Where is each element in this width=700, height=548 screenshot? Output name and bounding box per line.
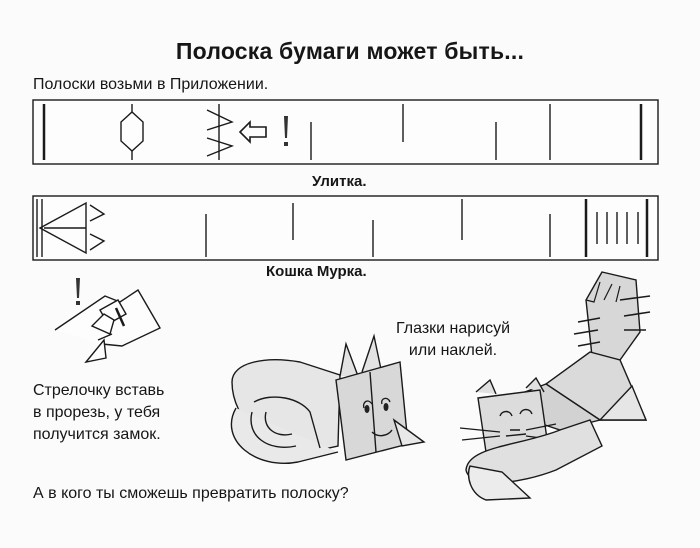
note-line: Глазки нарисуй	[396, 320, 511, 337]
snail-caption: Улитка.	[312, 173, 367, 190]
arrow-instruction: Стрелочку вставь в прорезь, у тебя получ…	[33, 380, 164, 446]
note-line: или наклей.	[408, 342, 498, 359]
closing-question: А в кого ты сможешь превратить полоску?	[33, 485, 349, 502]
eyes-instruction: Глазки нарисуй или наклей.	[396, 318, 510, 362]
page-title: Полоска бумаги может быть...	[175, 38, 525, 64]
lock-diagram	[54, 278, 161, 364]
note-line: Стрелочку вставь	[33, 382, 165, 399]
snail-strip	[32, 99, 659, 165]
exclamation-icon	[76, 278, 80, 305]
arrow-left-icon	[238, 120, 267, 144]
note-line: получится замок.	[33, 426, 161, 443]
cat-strip	[32, 195, 659, 261]
cat-caption: Кошка Мурка.	[266, 263, 367, 280]
exclamation-icon	[284, 116, 288, 146]
snail-figure	[230, 333, 426, 464]
cat-figure	[459, 271, 651, 501]
note-line: в прорезь, у тебя	[33, 404, 161, 421]
intro-text: Полоски возьми в Приложении.	[33, 76, 269, 93]
